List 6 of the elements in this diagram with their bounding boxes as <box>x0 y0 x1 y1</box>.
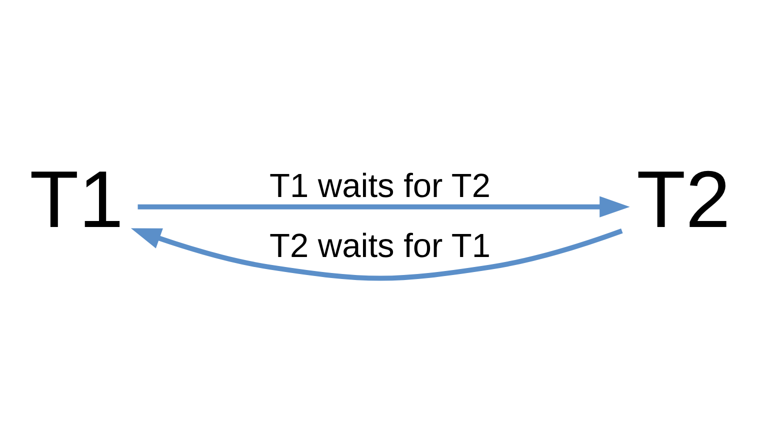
node-text: T1 <box>30 154 124 244</box>
edge-label: T2 waits for T1 <box>269 228 491 265</box>
arrow <box>130 228 623 280</box>
node-text: T2 <box>636 154 730 244</box>
arrow <box>138 196 630 217</box>
edge-label: T1 waits for T2 <box>269 167 491 204</box>
